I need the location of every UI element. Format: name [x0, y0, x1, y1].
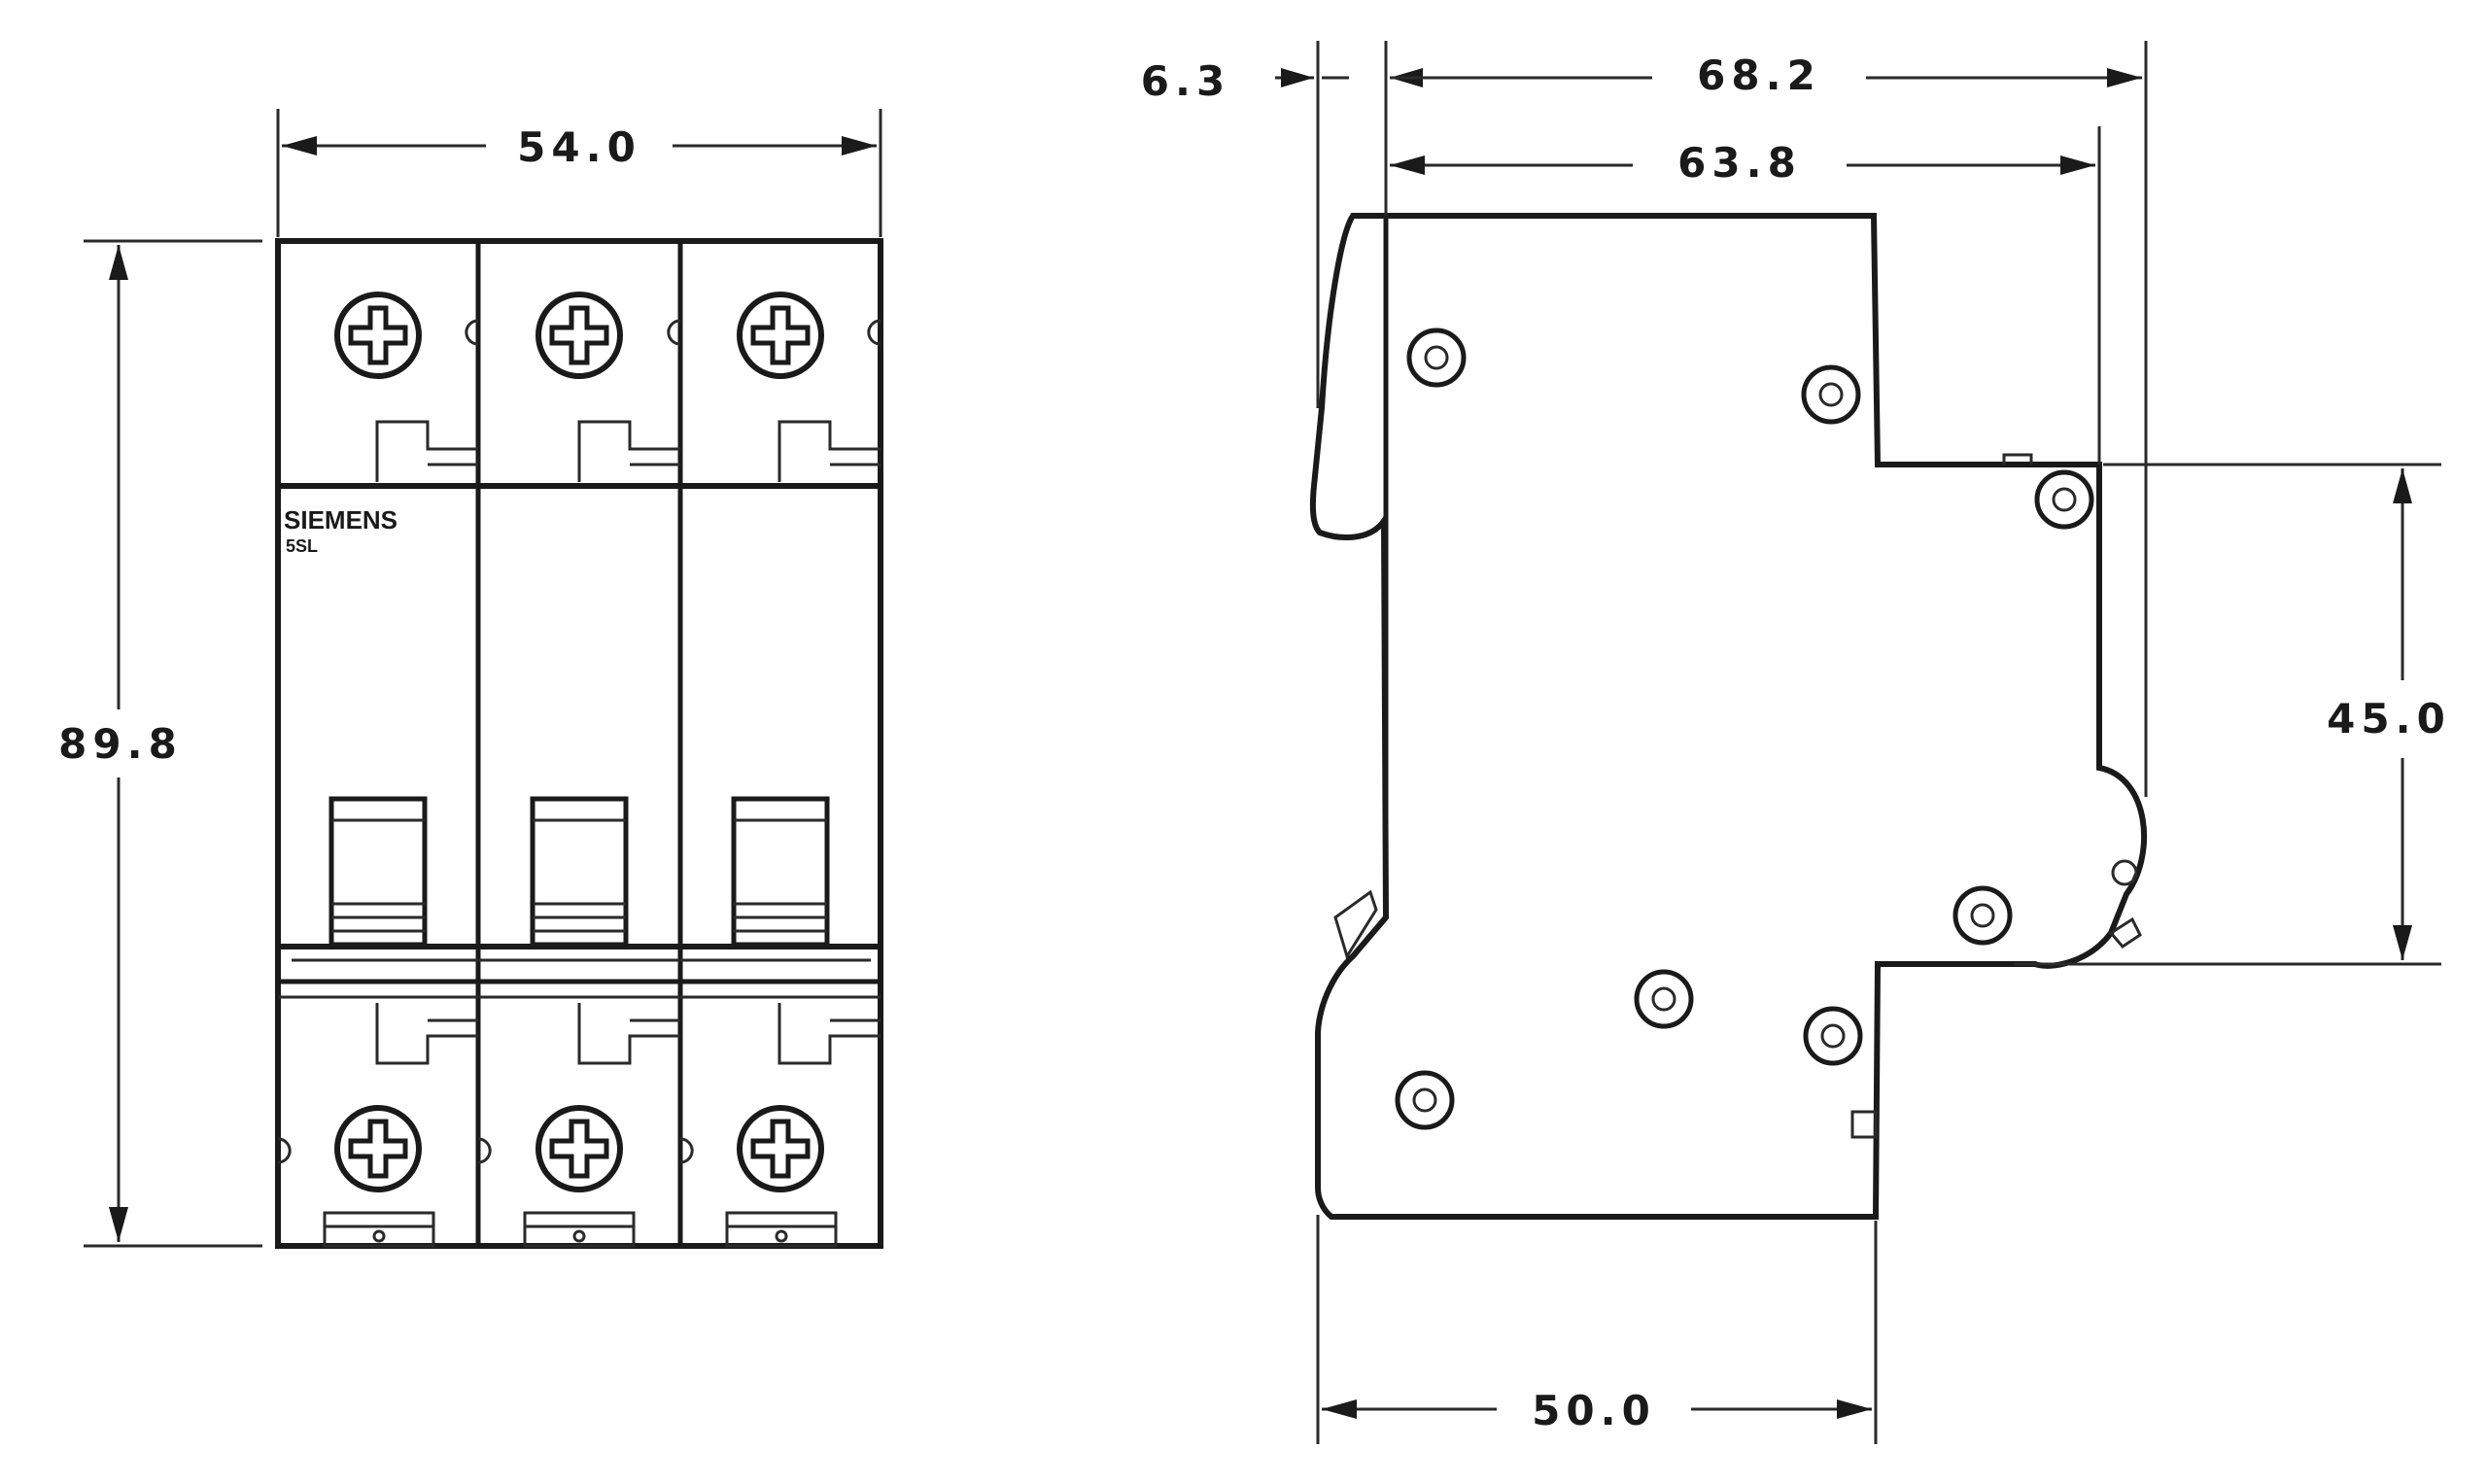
screw-icon: [740, 1108, 821, 1190]
breaker-body-front: [275, 238, 883, 1249]
rivet-icon: [2037, 472, 2091, 527]
screw-icon: [538, 1108, 620, 1190]
brand-label: SIEMENS: [284, 505, 397, 535]
side-view: 6.3 68.2 63.8 45.0: [1141, 41, 2451, 1444]
front-height-label: 45.0: [2327, 695, 2451, 742]
rivet-icon: [1409, 330, 1464, 385]
total-depth-label: 68.2: [1697, 52, 1821, 99]
clip-offset-label: 6.3: [1141, 57, 1230, 105]
dimension-front-height: 45.0: [2041, 463, 2451, 966]
screw-icon: [337, 1108, 419, 1190]
dimension-rail-width: 50.0: [1316, 1215, 1878, 1444]
toggle-handle: [331, 799, 425, 945]
dimension-clip-offset: 6.3: [1141, 57, 1423, 105]
rivet-icon: [1637, 972, 1691, 1026]
toggle-handle: [734, 799, 827, 945]
model-label: 5SL: [286, 536, 318, 556]
rivet-icon: [1804, 367, 1858, 422]
toggle-handle: [533, 799, 626, 945]
screw-icon: [740, 294, 821, 376]
breaker-body-side: [1309, 213, 2147, 1220]
rail-width-label: 50.0: [1532, 1387, 1656, 1434]
dimension-total-depth: 68.2: [1390, 52, 2142, 99]
height-label: 89.8: [58, 720, 183, 768]
depth-label: 63.8: [1677, 139, 1802, 187]
rivet-icon: [1806, 1009, 1860, 1063]
dimension-height: 89.8: [58, 239, 262, 1248]
width-label: 54.0: [517, 123, 641, 171]
dimension-width: 54.0: [276, 109, 882, 237]
screw-icon: [337, 294, 419, 376]
screw-icon: [538, 294, 620, 376]
dimension-depth: 63.8: [1390, 139, 2095, 187]
rivet-icon: [1398, 1073, 1452, 1127]
rivet-icon: [1955, 888, 2010, 943]
front-view: SIEMENS 5SL 54.0 89.8: [58, 109, 883, 1249]
